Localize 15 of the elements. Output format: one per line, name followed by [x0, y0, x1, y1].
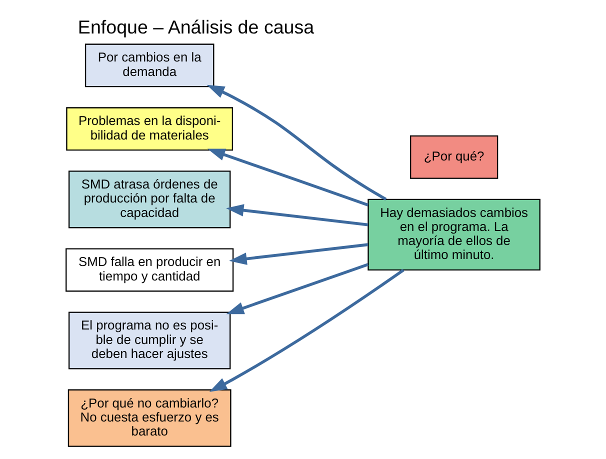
node-box: ¿Por qué?	[410, 134, 498, 178]
arrow	[226, 204, 368, 226]
diagram-title: Enfoque – Análisis de causa	[78, 16, 314, 37]
node-box: SMD falla en producir en tiempo y cantidad	[66, 248, 234, 292]
node-box: SMD atrasa órdenes de producción por falta de capacidad	[68, 170, 231, 228]
node-box: ¿Por qué no cambiarlo? No cuesta esfuerzo y es barato	[68, 388, 232, 446]
node-box: Problemas en la disponi- bilidad de materiales	[66, 106, 234, 150]
arrow	[209, 268, 404, 392]
arrow	[229, 242, 368, 264]
arrow	[206, 84, 387, 200]
node-box: Por cambios en la demanda	[84, 43, 214, 87]
arrow	[207, 148, 368, 206]
arrow	[226, 262, 368, 314]
node-box: Hay demasiados cambios en el programa. La mayoría de ellos de último minuto.	[368, 198, 540, 270]
node-box: El programa no es posi- ble de cumplir y se deben hacer ajustes	[68, 311, 231, 369]
